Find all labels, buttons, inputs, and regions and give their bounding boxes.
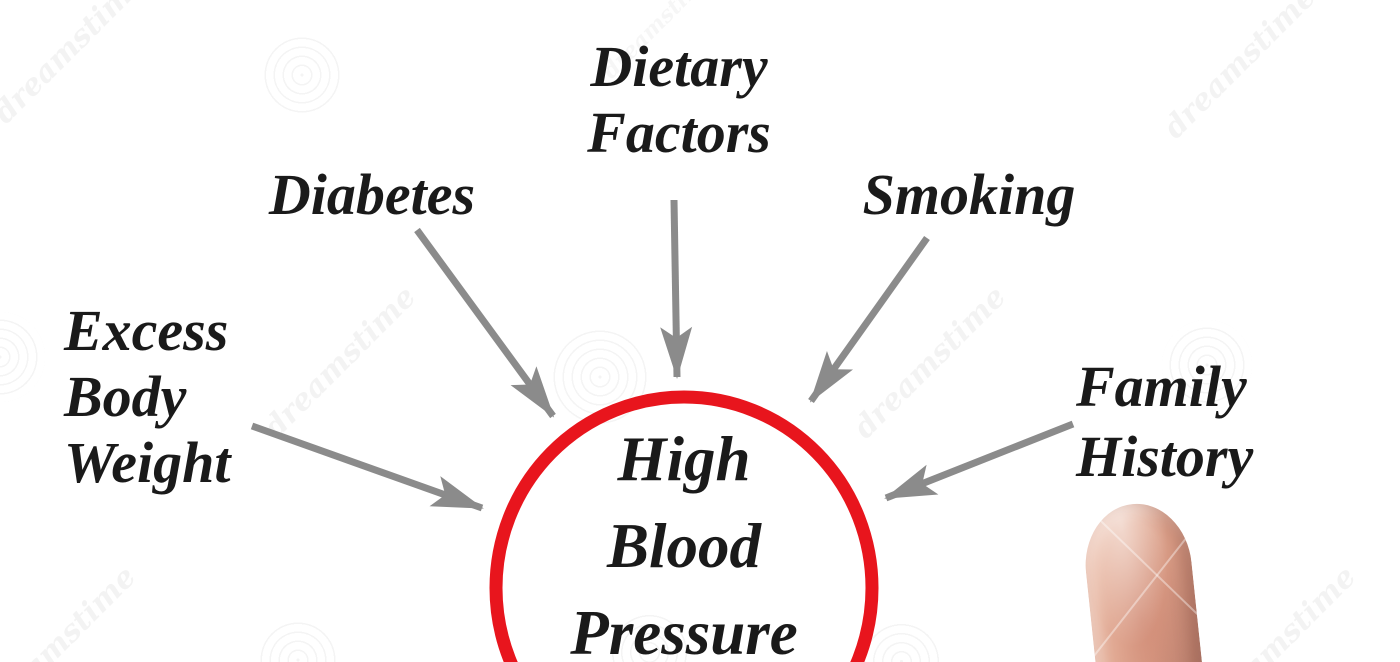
arrow-smoking-to-center: [808, 235, 930, 404]
label-line: Diabetes: [268, 162, 476, 227]
label-excess-body-weight: Excess Body Weight: [64, 298, 324, 496]
arrow-diabetes-to-center: [414, 227, 556, 419]
label-line: Pressure: [570, 598, 798, 662]
arrow-dietary-factors-to-center: [660, 199, 693, 379]
label-line: Family: [1076, 354, 1247, 419]
label-family-history: Family History: [1076, 352, 1336, 492]
label-line: Factors: [587, 100, 771, 165]
label-dietary-factors: Dietary Factors: [534, 34, 824, 166]
arrow-family-history-to-center: [884, 420, 1075, 502]
label-line: History: [1076, 424, 1254, 489]
label-line: Weight: [64, 430, 231, 495]
arrow-excess-body-weight-to-center: [250, 422, 484, 512]
label-line: Excess: [64, 298, 229, 363]
label-diabetes: Diabetes: [252, 162, 492, 228]
label-line: Smoking: [862, 162, 1076, 227]
label-line: Body: [64, 364, 187, 429]
label-line: Blood: [606, 511, 762, 581]
label-smoking: Smoking: [854, 162, 1084, 228]
label-line: Dietary: [590, 34, 768, 99]
center-circle: [489, 390, 879, 662]
label-high-blood-pressure: High Blood Pressure: [494, 416, 874, 662]
label-line: High: [617, 424, 751, 494]
